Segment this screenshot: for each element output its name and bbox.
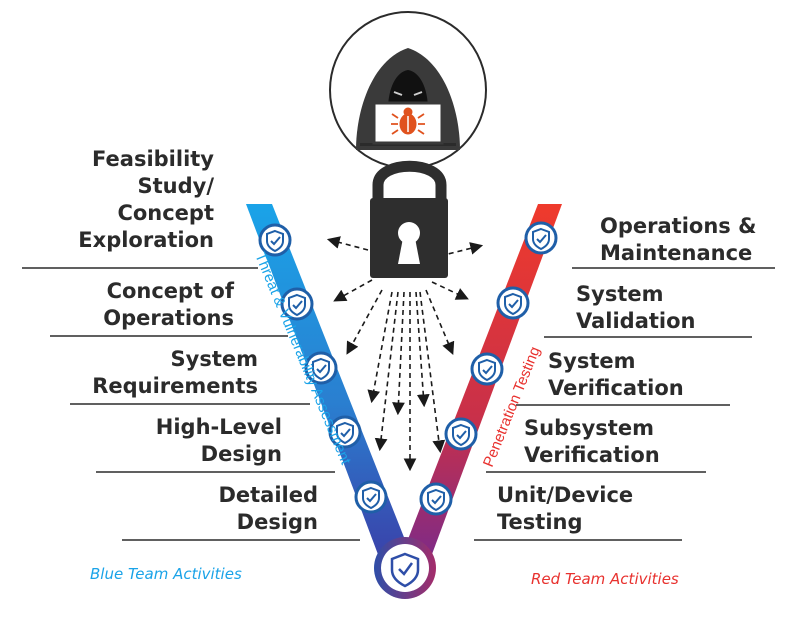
- shield-check-icon: [524, 221, 558, 255]
- shield-check-icon: [354, 480, 388, 514]
- shield-check-icon: [444, 417, 478, 451]
- stage-label-subsystem-verification: Subsystem Verification: [524, 416, 660, 467]
- stage-label-system-verification: System Verification: [548, 349, 684, 400]
- blue-team-label: Blue Team Activities: [90, 565, 242, 583]
- shield-check-icon: [496, 286, 530, 320]
- shield-check-icon: [419, 482, 453, 516]
- stage-label-operations-maintenance: Operations & Maintenance: [600, 214, 757, 265]
- bottom-shield-icon: [374, 537, 436, 599]
- red-team-label: Red Team Activities: [531, 570, 679, 588]
- padlock-icon: [370, 160, 448, 278]
- stage-label-system-validation: System Validation: [576, 282, 696, 333]
- stage-label-high-level-design: High-Level Design: [155, 415, 282, 466]
- stage-label-unit-device-testing: Unit/Device Testing: [497, 483, 634, 534]
- bug-icon: [391, 107, 425, 135]
- separator-lines: [22, 267, 775, 541]
- stage-label-detailed-design: Detailed Design: [218, 483, 318, 534]
- stage-label-feasibility: Feasibility Study/ Concept Exploration: [78, 147, 214, 252]
- stage-label-system-requirements: System Requirements: [92, 347, 258, 398]
- hooded-hacker-icon: [329, 11, 487, 169]
- stage-label-concept-of-operations: Concept of Operations: [103, 279, 234, 330]
- shield-check-icon: [470, 352, 504, 386]
- dashed-arrows: [326, 236, 484, 472]
